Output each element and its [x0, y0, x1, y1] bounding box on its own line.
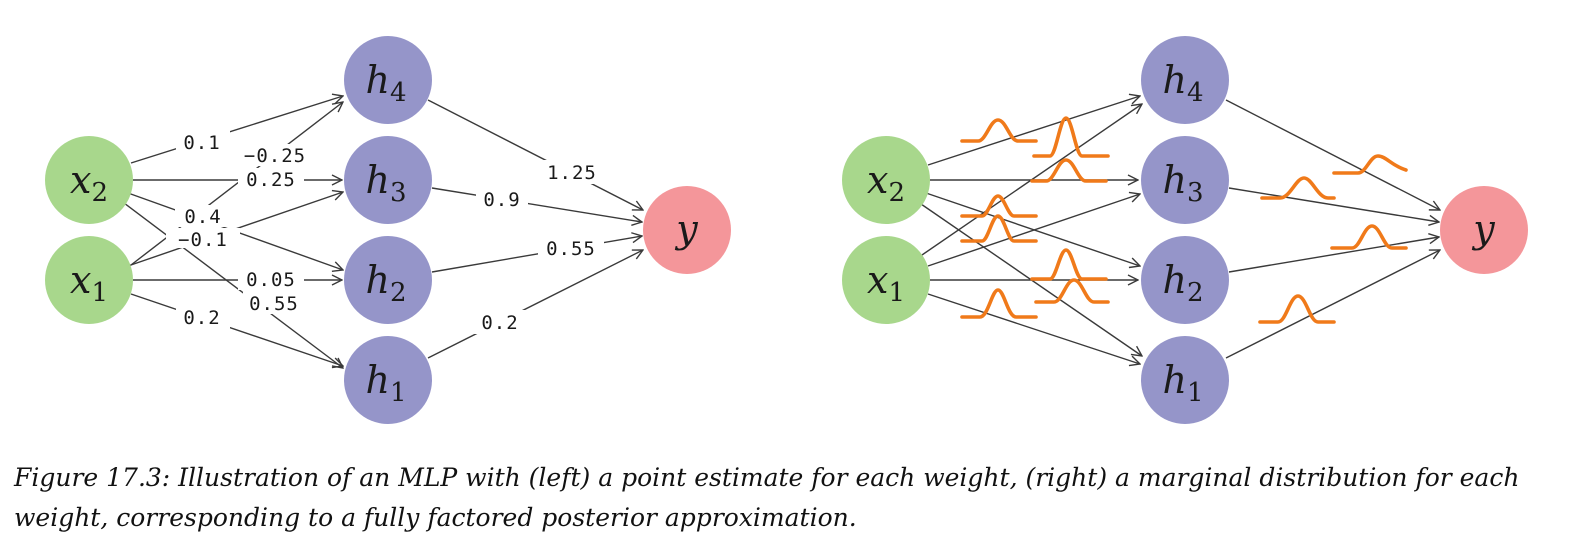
node-h4: h4: [344, 36, 432, 124]
node-x2: x2: [45, 136, 133, 224]
right-nodes: x2 x1 h4 h3 h2 h1: [842, 36, 1528, 424]
weight-x1-h2: 0.05: [246, 269, 296, 291]
node-h4-label: h4: [365, 58, 406, 108]
input-node-circle: [45, 136, 133, 224]
node-x1: x1: [842, 236, 930, 324]
edge-h3-y: [431, 187, 642, 222]
hidden-node-circle: [344, 136, 432, 224]
distribution-x2-h4: [960, 118, 1038, 143]
node-x1: x1: [45, 236, 133, 324]
node-h2-label: h2: [1162, 258, 1203, 308]
figure-caption: Figure 17.3: Illustration of an MLP with…: [14, 463, 1520, 532]
distribution-h4-y: [1332, 154, 1408, 175]
edge-h3-y: [1228, 187, 1439, 222]
edge-x2-h4: [130, 96, 343, 164]
node-h3: h3: [1141, 136, 1229, 224]
node-h3: h3: [344, 136, 432, 224]
input-node-circle: [45, 236, 133, 324]
distribution-h2-y: [1330, 224, 1408, 250]
distribution-x2-h3: [1030, 158, 1108, 183]
hidden-node-circle: [1141, 236, 1229, 324]
weight-distributions: [960, 116, 1408, 324]
hidden-node-circle: [1141, 336, 1229, 424]
node-h1: h1: [1141, 336, 1229, 424]
node-y-label: y: [1471, 207, 1495, 251]
hidden-node-circle: [1141, 36, 1229, 124]
node-y: y: [1440, 186, 1528, 274]
distribution-x1-h1: [960, 288, 1038, 319]
left-nodes: x2 x1 h4 h3 h2 h1: [45, 36, 731, 424]
node-y-label: y: [674, 207, 698, 251]
weight-x1-h1: 0.55: [249, 293, 299, 315]
output-node-circle: [643, 186, 731, 274]
weight-h1-y: 0.2: [481, 312, 518, 334]
edge-x1-h1: [927, 293, 1140, 364]
hidden-node-circle: [344, 236, 432, 324]
node-x2: x2: [842, 136, 930, 224]
weight-x2-h1: −0.1: [178, 229, 228, 251]
edge-x2-h1: [123, 202, 343, 368]
distribution-x1-h4: [1032, 116, 1110, 158]
weight-x2-h2: 0.4: [184, 206, 221, 228]
node-h1-label: h1: [1162, 358, 1203, 408]
node-x2-label: x2: [70, 158, 108, 208]
node-h4: h4: [1141, 36, 1229, 124]
distribution-x2-h1: [960, 214, 1038, 243]
weight-x2-h4: 0.1: [183, 132, 220, 154]
node-x1-label: x1: [867, 258, 905, 308]
distribution-h3-y: [1260, 176, 1336, 200]
output-node-circle: [1440, 186, 1528, 274]
node-h3-label: h3: [365, 158, 406, 208]
left-weight-labels: 0.1 −0.25 0.25 0.4 −0.1 0.05 0.55 0.2 1.…: [166, 130, 604, 334]
weight-x1-h4: −0.25: [244, 145, 306, 167]
edge-h2-y: [1228, 237, 1439, 273]
edge-x2-h4: [927, 96, 1140, 166]
node-h1: h1: [344, 336, 432, 424]
distribution-x1-h3: [1030, 248, 1108, 281]
node-h2: h2: [344, 236, 432, 324]
hidden-node-circle: [344, 36, 432, 124]
input-node-circle: [842, 236, 930, 324]
input-node-circle: [842, 136, 930, 224]
node-x1-label: x1: [70, 258, 108, 308]
node-y: y: [643, 186, 731, 274]
edge-x1-h1: [130, 293, 343, 366]
node-h2: h2: [1141, 236, 1229, 324]
node-h1-label: h1: [365, 358, 406, 408]
edge-h1-y: [427, 250, 643, 359]
edge-x2-h2: [925, 192, 1140, 266]
distribution-x2-h2: [960, 194, 1038, 218]
node-h3-label: h3: [1162, 158, 1203, 208]
hidden-node-circle: [344, 336, 432, 424]
distribution-h1-y: [1258, 294, 1336, 324]
weight-x1-h3: 0.2: [183, 307, 220, 329]
weight-h3-y: 0.9: [483, 189, 520, 211]
node-h2-label: h2: [365, 258, 406, 308]
node-h4-label: h4: [1162, 58, 1203, 108]
edge-h4-y: [427, 99, 643, 210]
edge-h2-y: [431, 236, 642, 273]
edge-h1-y: [1225, 250, 1440, 359]
edge-h4-y: [1225, 99, 1440, 210]
distribution-x1-h2: [1034, 278, 1110, 304]
node-x2-label: x2: [867, 158, 905, 208]
right-edges: [920, 96, 1440, 364]
mlp-figure: 0.1 −0.25 0.25 0.4 −0.1 0.05 0.55 0.2 1.…: [45, 36, 1528, 424]
edge-x1-h3: [927, 194, 1140, 267]
weight-h2-y: 0.55: [546, 238, 596, 260]
weight-x2-h3: 0.25: [246, 169, 296, 191]
left-panel-point-estimates: 0.1 −0.25 0.25 0.4 −0.1 0.05 0.55 0.2 1.…: [45, 36, 731, 424]
weight-h4-y: 1.25: [547, 162, 597, 184]
right-panel-distributions: x2 x1 h4 h3 h2 h1: [842, 36, 1528, 424]
hidden-node-circle: [1141, 136, 1229, 224]
